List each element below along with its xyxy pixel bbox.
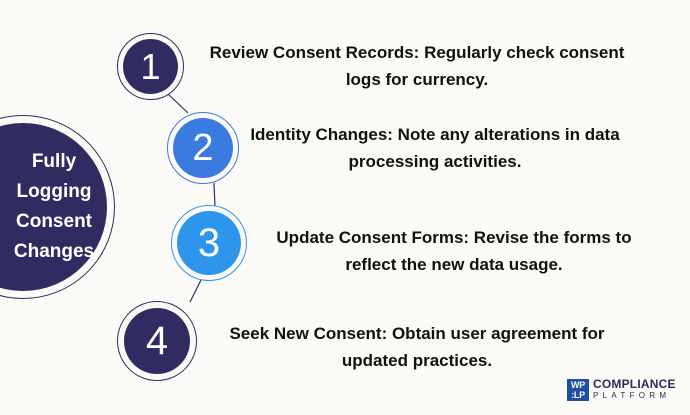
step-1-line: logs for currency. (345, 70, 489, 89)
step-4-number: 4 (145, 318, 169, 363)
hub-title-line: Changes (13, 241, 95, 262)
logo-wordmark: COMPLIANCE PLATFORM (593, 378, 676, 401)
step-2-text: Identity Changes: Note any alterations i… (245, 121, 625, 175)
step-2-line: processing activities. (348, 152, 522, 171)
step-1-text: Review Consent Records: Regularly check … (194, 39, 640, 93)
step-1-line: Review Consent Records: Regularly check … (209, 43, 625, 62)
step-3-line: reflect the new data usage. (345, 255, 563, 274)
step-3-text: Update Consent Forms: Revise the forms t… (262, 224, 646, 278)
step-2-badge: 2 (173, 118, 233, 178)
step-3-badge: 3 (177, 211, 241, 275)
step-3-line: Update Consent Forms: Revise the forms t… (276, 228, 632, 247)
step-1-number: 1 (140, 45, 161, 87)
step-3-number: 3 (197, 220, 221, 265)
step-4-text: Seek New Consent: Obtain user agreement … (212, 320, 622, 374)
hub-title: Fully Logging Consent Changes (4, 147, 104, 267)
brand-logo: WP :LP COMPLIANCE PLATFORM (567, 378, 676, 401)
logo-title: COMPLIANCE (593, 377, 676, 391)
step-4-line: Seek New Consent: Obtain user agreement … (229, 324, 605, 343)
hub-title-line: Consent (16, 211, 92, 232)
hub-title-line: Logging (16, 181, 92, 202)
logo-mark-line: WP (571, 379, 585, 390)
step-2-number: 2 (192, 126, 214, 169)
logo-subtitle: PLATFORM (593, 391, 671, 400)
hub-circle: Fully Logging Consent Changes (0, 123, 107, 291)
step-4-badge: 4 (124, 308, 190, 374)
logo-mark-line: :LP (571, 389, 585, 400)
step-1-badge: 1 (123, 39, 178, 94)
logo-mark-icon: WP :LP (567, 378, 589, 401)
step-2-line: Identity Changes: Note any alterations i… (250, 125, 620, 144)
step-4-line: updated practices. (341, 351, 493, 370)
hub-title-line: Fully (31, 151, 77, 172)
